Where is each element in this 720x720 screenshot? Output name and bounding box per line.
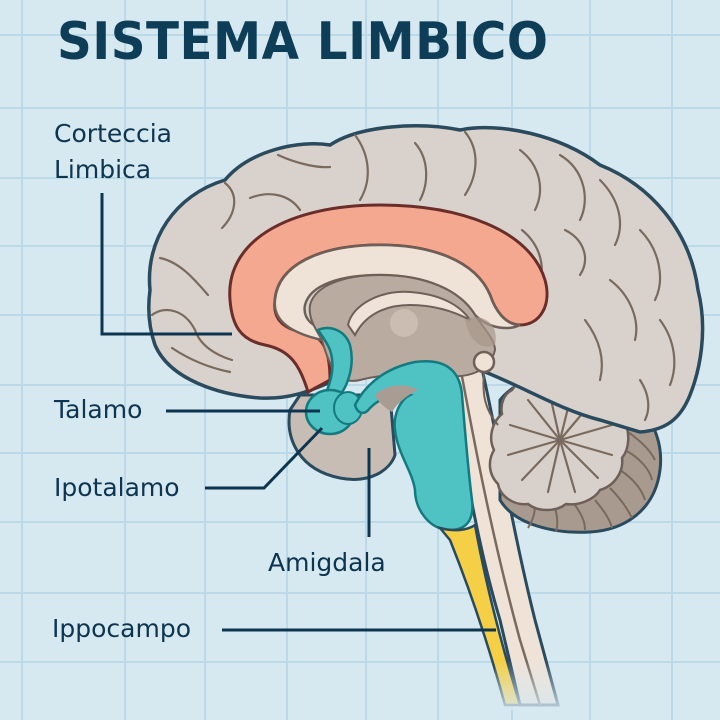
label-talamo: Talamo xyxy=(54,395,143,424)
leader-lines xyxy=(100,193,496,632)
label-corteccia-limbica: Corteccia Limbica xyxy=(54,116,172,188)
label-ippocampo: Ippocampo xyxy=(52,614,191,643)
label-ipotalamo: Ipotalamo xyxy=(54,473,180,502)
pineal-gland xyxy=(472,350,496,374)
highlight-spot xyxy=(390,309,418,337)
label-amigdala: Amigdala xyxy=(268,548,386,577)
label-corteccia-line2: Limbica xyxy=(54,155,152,184)
label-corteccia-line1: Corteccia xyxy=(54,119,172,148)
page-title: SISTEMA LIMBICO xyxy=(57,12,549,72)
limbic-teal-structures xyxy=(304,326,474,532)
